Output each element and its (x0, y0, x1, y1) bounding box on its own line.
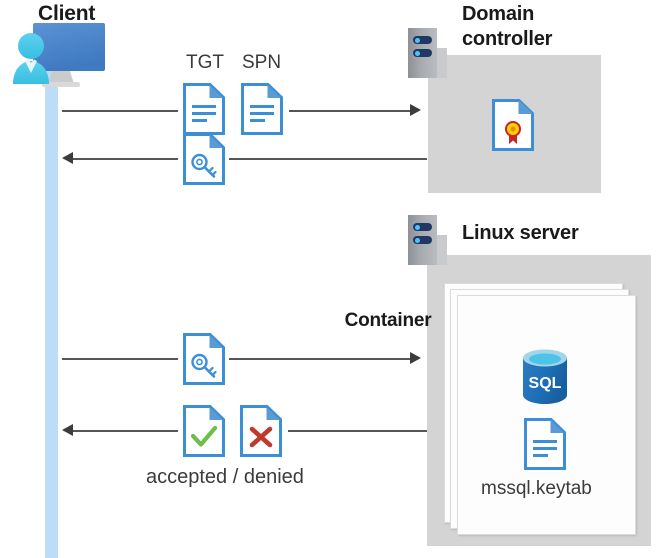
arrow-head-right-ticket-presented (410, 352, 421, 364)
rack-led-row (413, 236, 432, 244)
message-line-tgt-spn-left (62, 110, 178, 112)
message-line-auth-result-right (288, 430, 427, 432)
accepted-document-icon (183, 405, 225, 457)
linux-server-label: Linux server (462, 222, 579, 244)
client-label: Client (38, 2, 96, 25)
server-rack-icon-linux-server (408, 215, 437, 265)
svg-text:SQL: SQL (529, 375, 562, 392)
rack-led-row (413, 36, 432, 44)
spn-document-icon (241, 83, 283, 135)
certificate-document-icon (492, 99, 534, 151)
keytab-document-icon (524, 418, 566, 470)
rack-led-row (413, 49, 432, 57)
domain-controller-rack-shadow (437, 48, 447, 78)
container-label: Container (344, 310, 432, 331)
arrow-head-left-auth-result (62, 424, 73, 436)
sql-database-icon: SQL (519, 348, 571, 406)
key-document-icon-response (183, 133, 225, 185)
rack-led-row (413, 223, 432, 231)
message-line-auth-result-left (73, 430, 178, 432)
message-line-ticket-presented-right (229, 358, 411, 360)
tgt-document-icon (183, 83, 225, 135)
client-workstation-icon (8, 22, 123, 92)
denied-document-icon (240, 405, 282, 457)
spn-label: SPN (242, 52, 282, 73)
arrow-head-left-service-ticket (62, 152, 73, 164)
client-lifeline (45, 62, 58, 558)
domain-controller-label-line2: controller (462, 28, 553, 50)
message-line-service-ticket-left (73, 158, 178, 160)
message-line-tgt-spn-right (289, 110, 411, 112)
arrow-head-right-tgt-spn (410, 104, 421, 116)
message-line-ticket-presented-left (62, 358, 178, 360)
key-document-icon-request (183, 333, 225, 385)
linux-server-rack-shadow (437, 235, 447, 265)
accepted-denied-label: accepted / denied (146, 466, 304, 488)
tgt-label: TGT (186, 52, 224, 73)
server-rack-icon-domain-controller (408, 28, 437, 78)
container-card-front (457, 295, 636, 535)
domain-controller-label-line1: Domain (462, 3, 535, 25)
keytab-filename-label: mssql.keytab (481, 478, 592, 499)
message-line-service-ticket-right (229, 158, 427, 160)
domain-controller-label: Domain controller (462, 2, 552, 52)
